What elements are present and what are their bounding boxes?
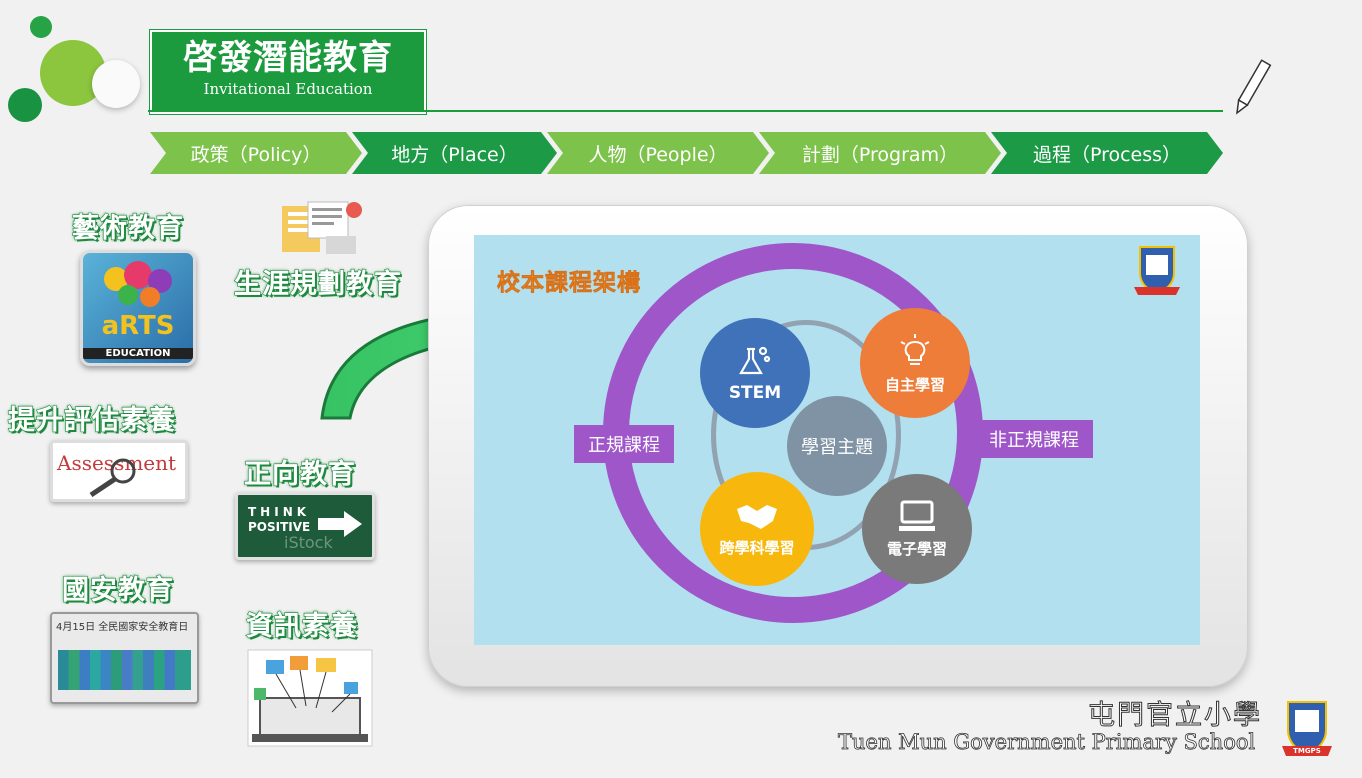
national-security-tile: 4月15日 全民國家安全教育日 — [50, 612, 199, 704]
decor-circle-dark — [8, 88, 42, 122]
label-arts-education: 藝術教育 — [71, 212, 184, 244]
label-info-literacy: 資訊素養 — [245, 610, 358, 642]
magnifier-icon — [89, 458, 136, 497]
school-crest-text: TMGPS — [1293, 747, 1321, 755]
label-career-planning: 生涯規劃教育 — [233, 268, 402, 300]
career-planning-icon — [282, 201, 362, 254]
computer-icon — [899, 500, 935, 531]
assessment-tile: Assessment — [50, 440, 188, 502]
decor-circle-small — [30, 16, 52, 38]
flask-icon — [739, 346, 771, 375]
school-name-english: Tuen Mun Government Primary School — [838, 730, 1256, 755]
step-place: 地方（Place） — [352, 132, 557, 174]
arts-tile-text: aRTS — [101, 311, 175, 341]
positive-text: POSITIVE — [248, 520, 311, 534]
node-e-learning-label: 電子學習 — [886, 539, 947, 558]
node-e-learning: 電子學習 — [862, 474, 972, 584]
step-people: 人物（People） — [547, 132, 769, 174]
think-text: THINK — [248, 505, 311, 519]
school-badge-icon — [1134, 246, 1180, 295]
national-security-tile-text: 4月15日 全民國家安全教育日 — [56, 622, 189, 633]
formal-curriculum-tag: 正規課程 — [574, 425, 674, 463]
curriculum-title: 校本課程架構 — [497, 270, 641, 297]
footer-school-badge: TMGPS — [1280, 698, 1334, 768]
node-stem-label: STEM — [728, 383, 782, 403]
books-row — [58, 650, 191, 690]
page-title: 啓發潛能教育 — [183, 38, 393, 78]
handshake-icon — [737, 504, 777, 529]
node-center-label: 學習主題 — [801, 437, 873, 458]
page-subtitle: Invitational Education — [203, 80, 373, 98]
arts-tile-subtext: EDUCATION — [83, 348, 193, 359]
title-underline — [148, 110, 1223, 112]
label-positive-education: 正向教育 — [243, 458, 356, 490]
school-name-chinese: 屯門官立小學 — [1088, 700, 1262, 732]
school-crest-icon — [1282, 701, 1332, 756]
node-cross-subject-label: 跨學科學習 — [719, 538, 795, 557]
lightbulb-icon — [900, 333, 930, 365]
node-stem: STEM — [700, 318, 810, 428]
dancers-icon — [104, 261, 172, 307]
step-policy: 政策（Policy） — [150, 132, 362, 174]
node-cross-subject: 跨學科學習 — [700, 472, 814, 586]
laptop-info-icon — [247, 649, 373, 747]
arrow-right-icon — [318, 511, 362, 537]
label-national-security: 國安教育 — [61, 574, 174, 606]
step-process: 過程（Process） — [991, 132, 1223, 174]
node-center-theme: 學習主題 — [787, 396, 887, 496]
step-program: 計劃（Program） — [759, 132, 1001, 174]
label-assessment: 提升評估素養 — [7, 404, 176, 436]
pencil-icon — [1236, 59, 1272, 115]
node-self-learning: 自主學習 — [860, 308, 970, 418]
think-positive-tile: THINK POSITIVE iStock — [235, 492, 375, 560]
arts-education-tile: aRTS EDUCATION — [80, 250, 196, 366]
node-self-learning-label: 自主學習 — [884, 375, 945, 394]
istock-watermark: iStock — [284, 533, 333, 552]
page-title-box: 啓發潛能教育 Invitational Education — [150, 30, 426, 114]
decor-circle-white — [92, 60, 140, 108]
informal-curriculum-tag: 非正規課程 — [975, 420, 1093, 458]
